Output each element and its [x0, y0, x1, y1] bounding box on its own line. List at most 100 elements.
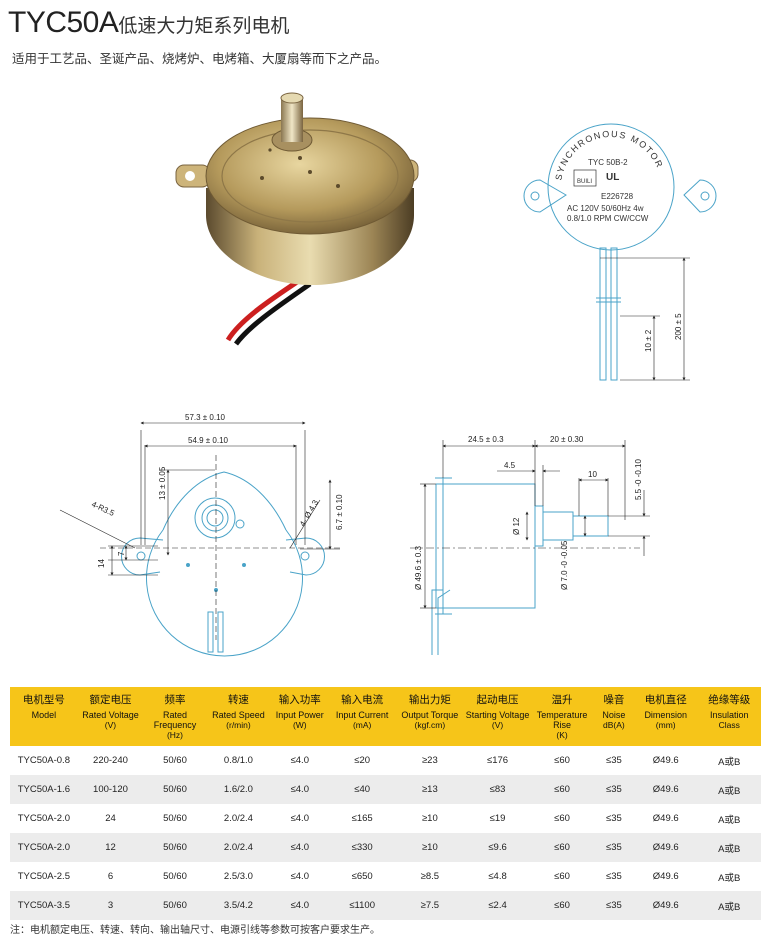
- table-cell: ≤4.0: [270, 775, 330, 804]
- table-cell: ≤4.0: [270, 891, 330, 920]
- table-cell: ≤40: [329, 775, 395, 804]
- table-cell: TYC50A-0.8: [10, 746, 78, 775]
- table-cell: 100-120: [77, 775, 144, 804]
- table-cell: 50/60: [143, 833, 207, 862]
- dim-mount-hole: 4- Ø 4.3: [298, 498, 321, 528]
- table-cell: ≥10: [394, 833, 465, 862]
- dim-body-dia: Ø 49.6 ± 0.3: [414, 545, 423, 590]
- dim-boss-dia: Ø 12: [512, 517, 521, 535]
- table-cell: 2.0/2.4: [206, 833, 271, 862]
- table-cell: Ø49.6: [633, 775, 698, 804]
- table-cell: ≤20: [329, 746, 395, 775]
- dim-14: 14: [97, 559, 106, 568]
- table-cell: ≤35: [593, 746, 634, 775]
- table-cell: TYC50A-3.5: [10, 891, 78, 920]
- motor-photo: [175, 92, 419, 346]
- table-cell: ≤60: [530, 746, 594, 775]
- dim-lead-long: 200 ± 5: [674, 313, 683, 340]
- table-cell: ≥10: [394, 804, 465, 833]
- table-cell: 50/60: [143, 862, 207, 891]
- table-cell: ≤35: [593, 862, 634, 891]
- table-cell: 220-240: [77, 746, 144, 775]
- profile-view: [431, 477, 609, 655]
- table-cell: A或B: [697, 775, 761, 804]
- dim-shaft-length: 20 ± 0.30: [550, 435, 584, 444]
- table-cell: ≤60: [530, 891, 594, 920]
- dim-body-depth: 24.5 ± 0.3: [468, 435, 504, 444]
- table-cell: 3: [77, 891, 144, 920]
- dim-height-top: 13 ± 0.05: [158, 466, 167, 500]
- table-cell: ≤35: [593, 891, 634, 920]
- table-cell: 2.0/2.4: [206, 804, 271, 833]
- table-cell: ≤176: [464, 746, 531, 775]
- table-cell: 50/60: [143, 891, 207, 920]
- table-cell: A或B: [697, 891, 761, 920]
- label-model: TYC 50B-2: [588, 158, 628, 167]
- drawings: SYNCHRONOUS MOTOR TYC 50B-2 BUILI UL E22…: [59, 92, 717, 657]
- table-cell: ≤19: [464, 804, 531, 833]
- table-cell: ≤1100: [329, 891, 395, 920]
- table-cell: ≤330: [329, 833, 395, 862]
- page-title: TYC50A低速大力矩系列电机: [8, 6, 289, 40]
- application-text: 适用于工艺品、圣诞产品、烧烤炉、电烤箱、大厦扇等而下之产品。: [12, 51, 388, 66]
- table-cell: ≤60: [530, 775, 594, 804]
- table-cell: ≤35: [593, 833, 634, 862]
- table-cell: ≤60: [530, 862, 594, 891]
- table-cell: TYC50A-2.0: [10, 804, 78, 833]
- dim-shaft-dia: Ø 7.0 -0 -0.05: [560, 540, 569, 590]
- dim-flat-height: 5.5 -0 -0.10: [634, 459, 643, 500]
- label-brand: BUILI: [577, 179, 592, 185]
- profile-view-dims: [410, 440, 650, 609]
- table-cell: Ø49.6: [633, 833, 698, 862]
- dim-offset: 6.7 ± 0.10: [335, 494, 344, 530]
- dim-hole-spacing: 54.9 ± 0.10: [188, 436, 229, 445]
- table-cell: Ø49.6: [633, 891, 698, 920]
- series-name: 低速大力矩系列电机: [118, 15, 290, 37]
- table-cell: ≤165: [329, 804, 395, 833]
- table-cell: 50/60: [143, 775, 207, 804]
- table-cell: 12: [77, 833, 144, 862]
- dim-overall-width: 57.3 ± 0.10: [185, 413, 226, 422]
- table-cell: ≤9.6: [464, 833, 531, 862]
- table-cell: ≤60: [530, 833, 594, 862]
- dim-flat-len: 10: [588, 470, 597, 479]
- table-cell: 1.6/2.0: [206, 775, 271, 804]
- table-cell: 24: [77, 804, 144, 833]
- dim-boss-len: 4.5: [504, 461, 516, 470]
- table-cell: A或B: [697, 746, 761, 775]
- table-cell: ≤83: [464, 775, 531, 804]
- footer-note: 注：电机额定电压、转速、转向、输出轴尺寸、电源引线等参数可按客户要求生产。: [10, 925, 380, 936]
- model-name: TYC50A: [8, 6, 119, 39]
- dim-radius: 4-R3.5: [90, 500, 116, 519]
- table-cell: ≤2.4: [464, 891, 531, 920]
- table-cell: 3.5/4.2: [206, 891, 271, 920]
- table-cell: Ø49.6: [633, 862, 698, 891]
- table-cell: A或B: [697, 833, 761, 862]
- table-cell: ≤35: [593, 804, 634, 833]
- table-cell: ≤4.0: [270, 746, 330, 775]
- table-cell: ≤4.8: [464, 862, 531, 891]
- table-cell: A或B: [697, 804, 761, 833]
- table-cell: ≤4.0: [270, 833, 330, 862]
- table-cell: ≥23: [394, 746, 465, 775]
- table-cell: A或B: [697, 862, 761, 891]
- motor-label-text: SYNCHRONOUS MOTOR TYC 50B-2 BUILI UL E22…: [553, 129, 663, 223]
- front-view: [121, 471, 325, 657]
- label-view: [523, 123, 717, 381]
- table-cell: ≤650: [329, 862, 395, 891]
- table-cell: 50/60: [143, 804, 207, 833]
- label-view-dims: [600, 257, 690, 381]
